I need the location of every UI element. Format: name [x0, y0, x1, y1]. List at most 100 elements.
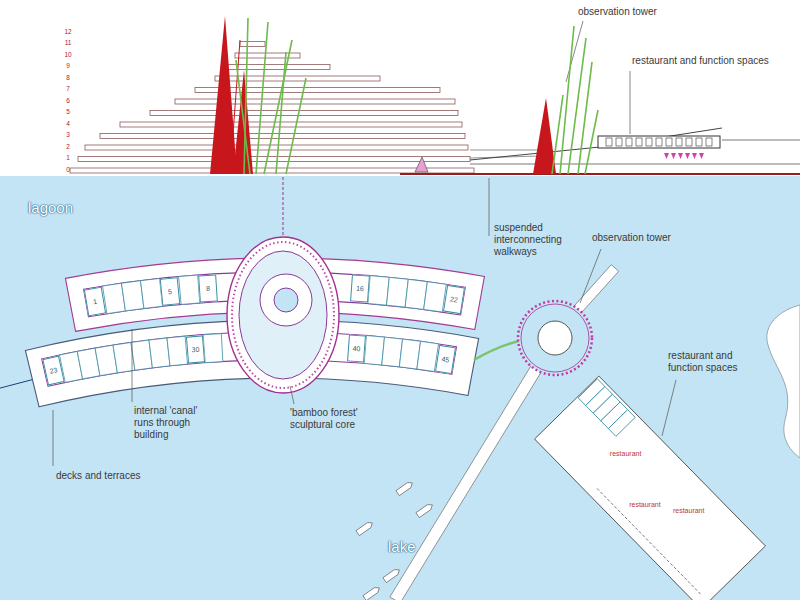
leader-line — [53, 410, 54, 466]
floor-number: 12 — [64, 29, 71, 36]
room-name: restaurant — [673, 507, 705, 514]
core-outline — [227, 237, 339, 393]
roof-line — [470, 128, 722, 160]
bamboo-pole — [578, 62, 592, 174]
flag — [664, 153, 669, 159]
leader-line — [290, 386, 294, 404]
leader-line — [489, 178, 490, 236]
flag — [692, 153, 697, 159]
window — [636, 138, 642, 146]
room-number: 8 — [206, 285, 210, 292]
building-outline — [530, 370, 770, 600]
dashed-partition — [597, 488, 702, 595]
window — [656, 138, 662, 146]
room-number: 30 — [191, 346, 199, 354]
floor-number: 4 — [66, 121, 70, 128]
floor-slab — [120, 122, 462, 127]
room-number: 22 — [449, 296, 458, 304]
floor-slab — [78, 157, 470, 162]
floor-number: 5 — [66, 109, 70, 116]
window — [646, 138, 652, 146]
room-cell — [167, 336, 188, 366]
walkway-elevation — [470, 150, 540, 151]
callout-label: 'bamboo forest' sculptural core — [290, 407, 375, 431]
tower-plan-outline — [521, 304, 589, 372]
floor-number: 8 — [66, 75, 70, 82]
boat — [363, 585, 381, 600]
shore-land — [767, 305, 800, 458]
core-inner — [239, 251, 327, 379]
callout-label: restaurant and function spaces — [668, 350, 748, 374]
floor-number: 7 — [66, 86, 70, 93]
room-cell — [179, 275, 200, 304]
sailboat — [415, 157, 428, 172]
window — [666, 138, 672, 146]
windows — [606, 138, 712, 146]
window — [676, 138, 682, 146]
room-cell — [368, 276, 389, 306]
callout-label: restaurant and function spaces — [632, 55, 769, 67]
red-pole — [230, 40, 240, 174]
leader-line — [580, 249, 601, 303]
leader-line — [662, 380, 676, 436]
floor-slab — [70, 168, 474, 173]
deck-edge-line — [0, 380, 32, 400]
terrace-line — [722, 140, 800, 141]
numbered-room: 40 — [347, 335, 366, 363]
window — [626, 138, 632, 146]
room-cell — [364, 336, 384, 365]
leader-line — [566, 21, 583, 82]
ground-line — [400, 173, 800, 175]
bamboo-pole — [256, 22, 268, 174]
room-number: 16 — [355, 285, 363, 293]
floor-number: 6 — [66, 98, 70, 105]
floor-number: 1 — [66, 155, 70, 162]
floor-number: 10 — [64, 52, 71, 59]
callout-label: internal 'canal' runs through building — [134, 405, 212, 441]
red-sculpture — [533, 98, 556, 174]
red-sculpture — [210, 16, 237, 174]
bamboo-pole — [286, 78, 306, 174]
floor-number: 3 — [66, 132, 70, 139]
floor-number: 0 — [66, 167, 70, 174]
pier — [390, 335, 560, 600]
floor-number: 11 — [65, 40, 72, 47]
boat — [396, 480, 414, 495]
water-label: lagoon — [28, 199, 73, 217]
restaurant-elevation — [598, 136, 720, 148]
numbered-room: 16 — [350, 275, 370, 303]
boat — [356, 520, 374, 535]
numbered-room: 22 — [443, 285, 465, 314]
floor-slab — [240, 42, 265, 47]
room-cell — [121, 281, 143, 311]
building-wall — [535, 376, 766, 600]
room-number: 40 — [352, 345, 360, 353]
flag — [678, 153, 683, 159]
floor-slab — [225, 65, 330, 70]
callout-label: observation tower — [578, 6, 657, 18]
bamboo-pole — [568, 38, 586, 174]
bamboo-pole — [552, 95, 563, 174]
boat — [383, 567, 401, 582]
bamboo-pole — [585, 110, 598, 174]
elevation — [70, 16, 800, 174]
flags — [664, 153, 704, 159]
tower-plan-ring — [518, 301, 592, 375]
core-void — [274, 288, 298, 312]
floor-slabs — [70, 42, 474, 174]
floor-slab — [195, 88, 440, 93]
callout-label: suspended interconnecting walkways — [494, 222, 576, 258]
floor-slab — [235, 53, 300, 58]
numbered-room: 8 — [198, 274, 218, 302]
restaurant-building: restaurantrestaurantrestaurant — [530, 370, 770, 600]
function-room — [608, 410, 635, 437]
floor-slab — [100, 134, 465, 139]
core-bamboo-ring — [232, 242, 334, 388]
floor-slab — [85, 145, 468, 150]
room-cell — [149, 338, 170, 368]
floor-slab — [150, 111, 458, 116]
room-cell — [203, 334, 223, 363]
floor-slab — [215, 76, 380, 81]
numbered-room: 5 — [160, 277, 181, 306]
bamboo-pole — [264, 40, 292, 174]
